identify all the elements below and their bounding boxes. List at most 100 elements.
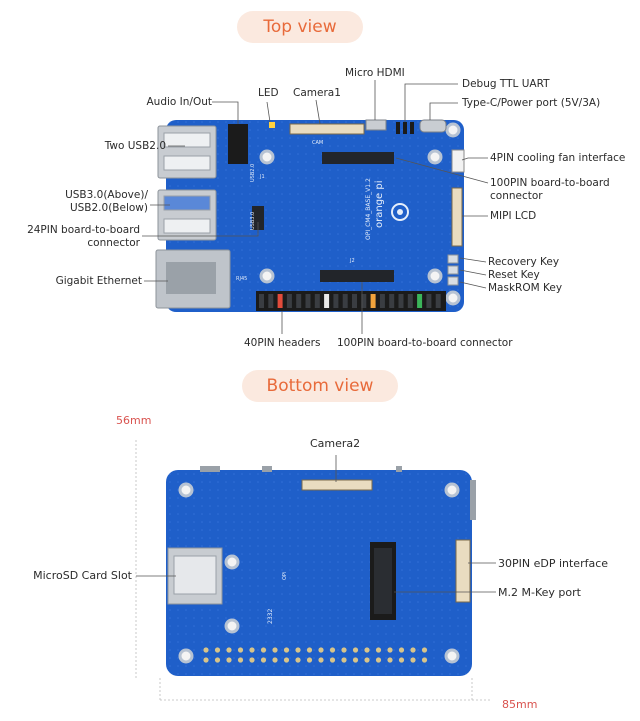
edge-part <box>470 480 476 520</box>
header-pin <box>426 294 432 308</box>
header-pin <box>361 294 367 308</box>
header-hole <box>203 647 209 653</box>
header-hole <box>260 657 267 663</box>
header-hole <box>421 657 428 663</box>
header-pin <box>268 294 274 308</box>
audio-jack <box>228 124 248 164</box>
header-hole <box>421 647 428 653</box>
dimension-height: 56mm <box>116 414 152 427</box>
orange-pi-logo <box>391 203 409 221</box>
header-hole <box>398 657 405 663</box>
label-recovery: Recovery Key <box>488 256 560 268</box>
label-debug-uart: Debug TTL UART <box>462 78 550 90</box>
top-view-heading: Top view <box>237 11 363 43</box>
b2b-24-connector <box>252 206 264 230</box>
header-hole <box>214 647 221 653</box>
micro-hdmi-port <box>365 119 387 131</box>
keys <box>447 254 459 286</box>
usb2-port-stack <box>157 125 217 179</box>
header-hole <box>295 657 301 663</box>
header-pin <box>324 294 330 308</box>
header-hole <box>410 647 416 653</box>
usb3-port-stack <box>157 189 217 241</box>
header-hole <box>375 647 382 653</box>
header-hole <box>283 657 290 663</box>
header-hole <box>364 647 370 653</box>
header-hole <box>214 657 221 663</box>
bottom-mounting-holes <box>178 482 460 664</box>
top-mounting-holes <box>259 122 461 306</box>
header-hole <box>387 657 393 663</box>
label-b2b-100-right: 100PIN board-to-board connector <box>490 177 610 202</box>
bottom-view-heading: Bottom view <box>242 370 398 402</box>
bottom-board: 2332 OPi <box>166 466 476 676</box>
header-hole <box>272 657 278 663</box>
dimension-lines <box>135 440 490 701</box>
header-hole <box>352 657 359 663</box>
header-hole <box>203 657 209 663</box>
board-model-text: OPI_CM4_BASE_V1.2 <box>365 178 372 240</box>
label-micro-hdmi: Micro HDMI <box>345 67 405 79</box>
header-hole <box>341 657 347 663</box>
header-pin <box>333 294 339 308</box>
header-hole <box>341 647 347 653</box>
header-pin <box>352 294 357 308</box>
mipi-lcd-connector <box>451 187 463 247</box>
dimension-width: 85mm <box>502 698 538 711</box>
label-b2b-24: 24PIN board-to-board connector <box>27 224 140 249</box>
header-pin <box>305 294 311 308</box>
header-hole <box>249 647 255 653</box>
header-hole <box>260 647 267 653</box>
header-hole <box>410 657 416 663</box>
fan-connector <box>451 149 465 173</box>
label-ethernet: Gigabit Ethernet <box>55 275 142 287</box>
header-pin <box>259 294 264 308</box>
header-pin <box>389 294 395 308</box>
header-hole <box>306 657 313 663</box>
bottom-header-holes <box>203 647 428 663</box>
header-hole <box>364 657 370 663</box>
label-two-usb: Two USB2.0 <box>104 140 166 152</box>
header-hole <box>352 647 359 653</box>
edge-nub <box>200 466 220 472</box>
top-leader-lines <box>142 80 489 334</box>
header-hole <box>237 657 244 663</box>
header-pin <box>342 294 348 308</box>
header-pin <box>417 294 423 308</box>
j2-silk: J2 <box>349 258 355 264</box>
label-led: LED <box>258 87 279 99</box>
header-hole <box>295 647 301 653</box>
usb20-silk: USB2.0 <box>250 164 256 182</box>
camera1-connector <box>289 123 365 135</box>
label-edp: 30PIN eDP interface <box>498 557 609 570</box>
label-mipi-lcd: MIPI LCD <box>490 210 537 222</box>
edge-nub <box>262 466 272 472</box>
rj45-silk: RJ45 <box>236 276 247 282</box>
bottom-leader-lines <box>136 455 496 593</box>
label-camera1: Camera1 <box>293 87 341 99</box>
usb30-silk: USB3.0 <box>250 212 256 230</box>
header-pin <box>277 294 283 308</box>
edp-connector <box>455 539 471 603</box>
header-hole <box>398 647 405 653</box>
label-m2: M.2 M-Key port <box>498 586 581 599</box>
ethernet-port <box>155 249 231 309</box>
header-pin <box>435 294 441 308</box>
edge-nub <box>396 466 402 472</box>
header-hole <box>226 647 232 653</box>
header-hole <box>226 657 232 663</box>
label-reset: Reset Key <box>488 269 540 281</box>
header-hole <box>272 647 278 653</box>
header-pin <box>296 294 302 308</box>
label-usb3: USB3.0(Above)/ USB2.0(Below) <box>65 189 148 214</box>
debug-uart-pins <box>396 122 414 134</box>
header-pin <box>314 294 320 308</box>
label-b2b-100-bottom: 100PIN board-to-board connector <box>337 337 513 349</box>
header-hole <box>283 647 290 653</box>
camera2-connector <box>301 479 373 491</box>
header-pin <box>407 294 413 308</box>
header-pin <box>286 294 292 308</box>
header-pin <box>379 294 385 308</box>
